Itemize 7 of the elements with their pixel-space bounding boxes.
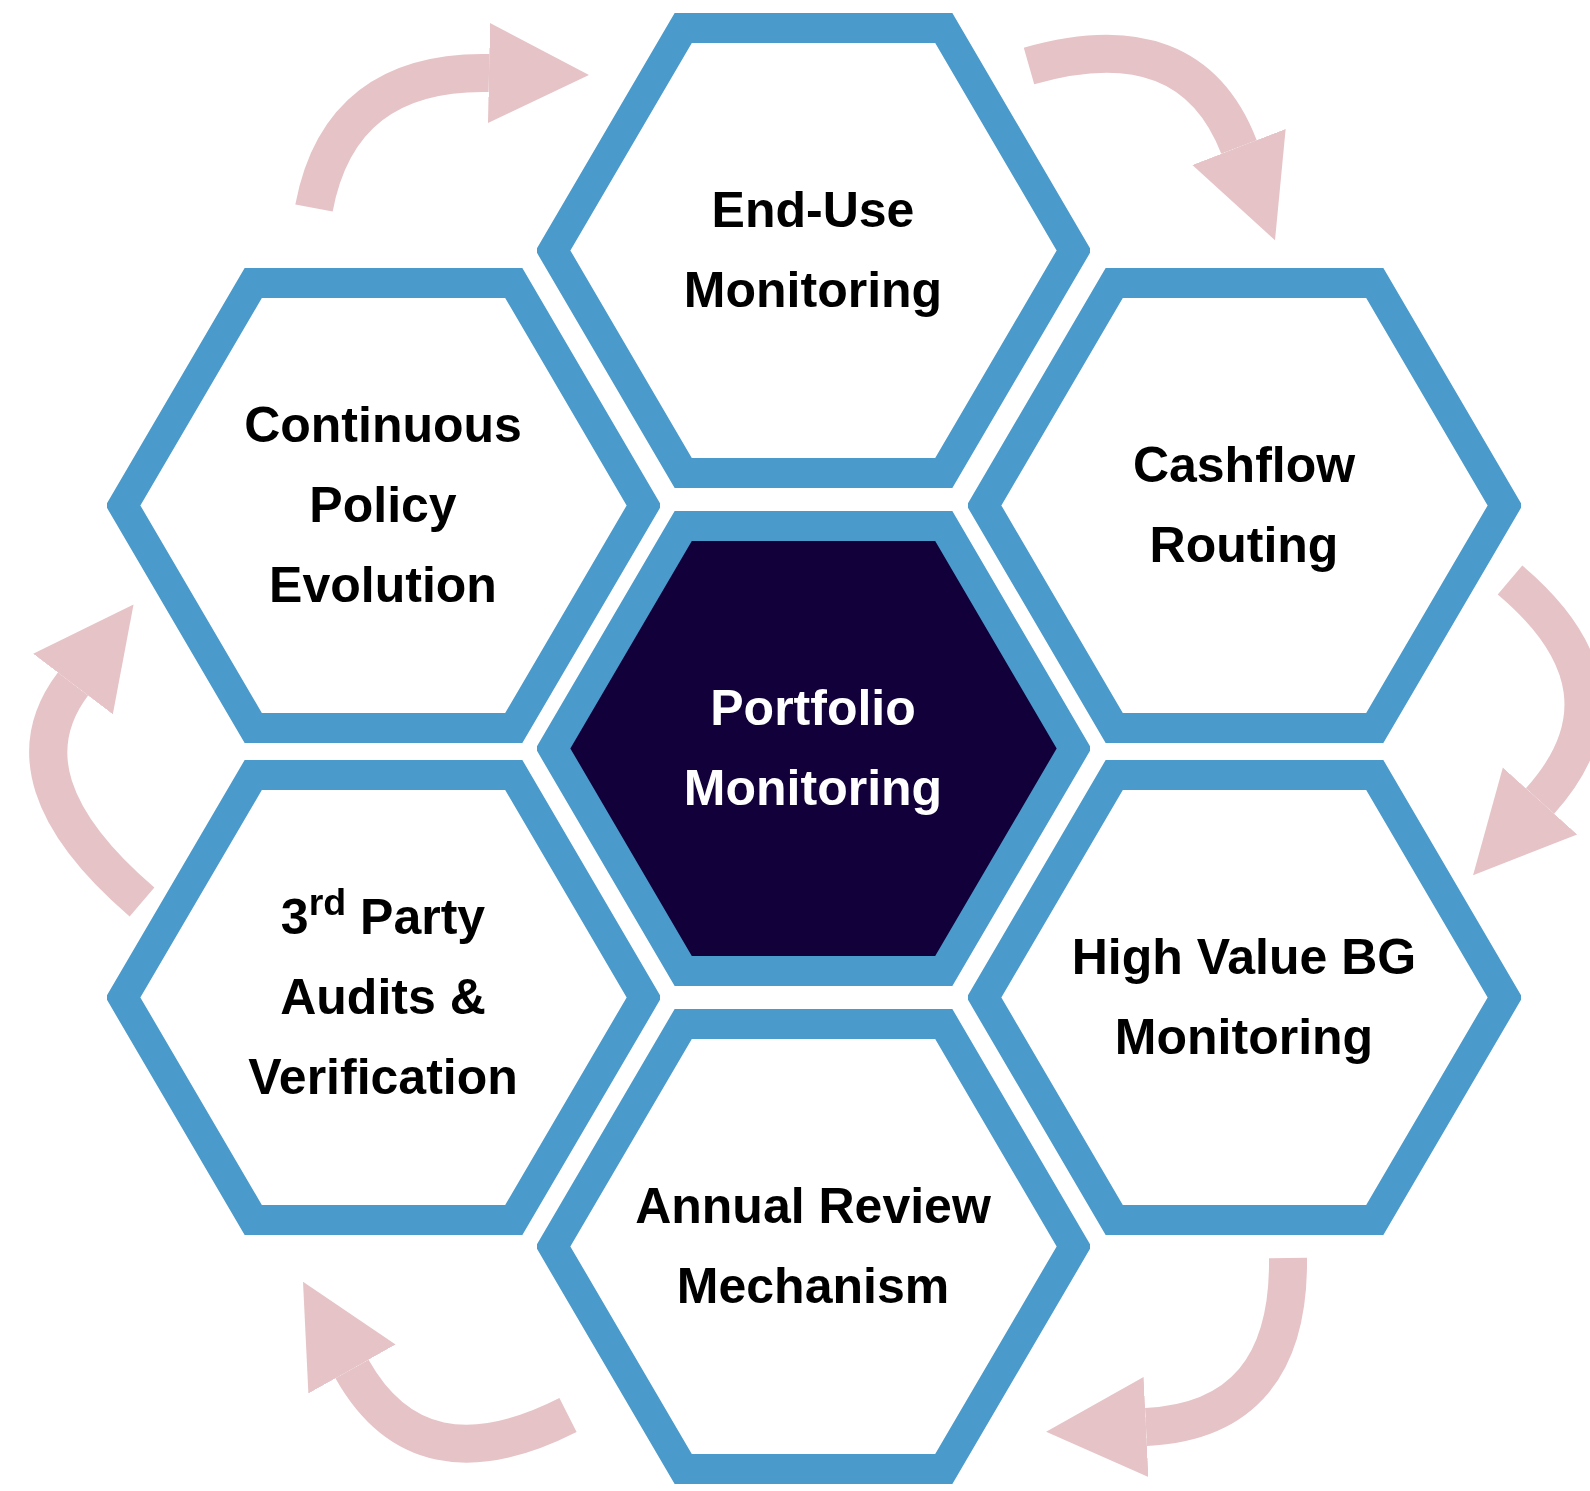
hexagon-label: Continuous Policy Evolution xyxy=(243,396,523,615)
hexagon-label: End-Use Monitoring xyxy=(682,181,944,320)
hexagon-label: Annual Review Mechanism xyxy=(634,1177,992,1316)
hexagon-label: High Value BG Monitoring xyxy=(1070,928,1418,1067)
hexagon-label: 3$^{rd}$ Party Audits & Verification xyxy=(247,880,519,1107)
hexagon-label: Portfolio Monitoring xyxy=(682,679,944,818)
hexagon-label: Cashflow Routing xyxy=(1131,436,1357,575)
